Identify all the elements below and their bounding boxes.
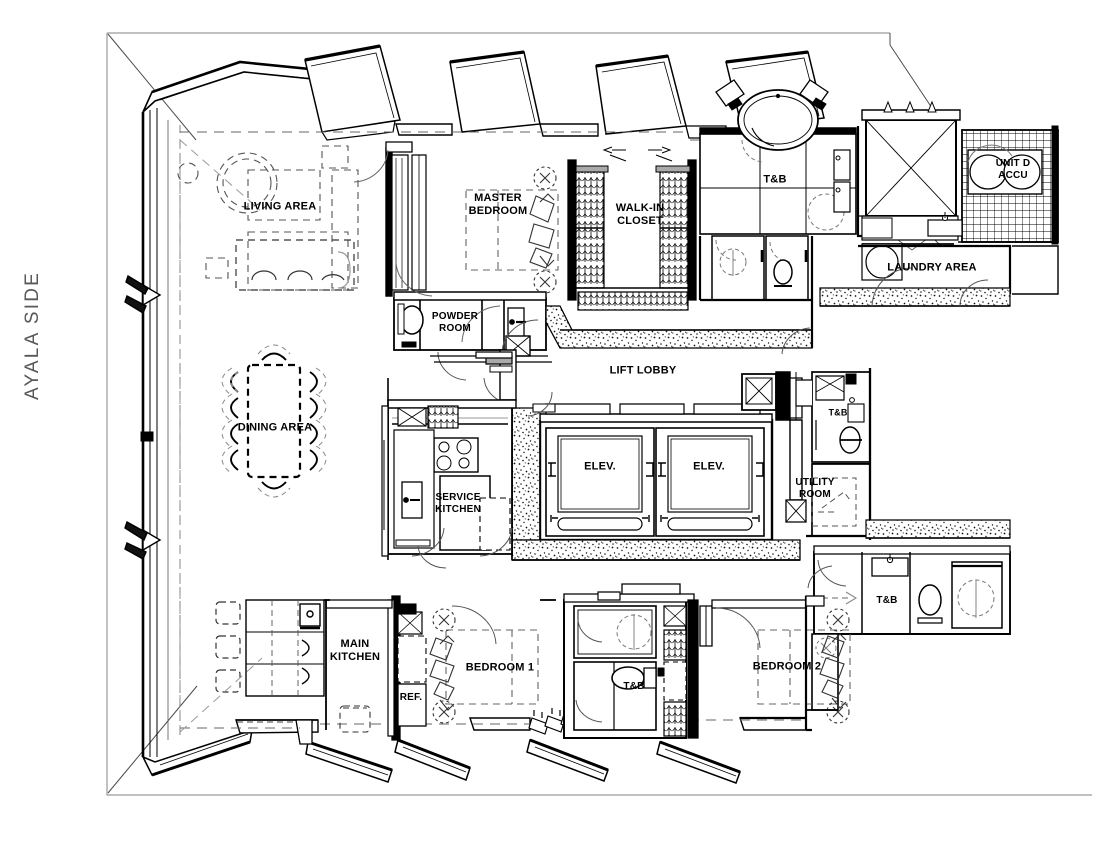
- living-sofa: [235, 239, 355, 291]
- service-kitchen-structure: [381, 396, 517, 569]
- bar-stools: [215, 601, 241, 693]
- misc-door-swings: [179, 139, 501, 733]
- walk-in-closet-structure: [567, 146, 697, 311]
- center-bath-structure: [563, 583, 713, 739]
- stipple-wall-master-south: [545, 305, 813, 349]
- dining-table: [246, 363, 302, 479]
- ayala-side-label: AYALA SIDE: [22, 270, 43, 400]
- bedroom-2-structure: [711, 595, 851, 730]
- master-bath: [699, 79, 857, 235]
- plan-bottom-right-walls: [740, 716, 812, 732]
- laundry-area-structure: [819, 126, 1059, 307]
- curtain-wall-left: [140, 108, 181, 757]
- sheet-frame: [106, 32, 1092, 796]
- stipple-wall-utility-south: [865, 519, 1011, 539]
- elevator-bank: [538, 403, 774, 542]
- dining-chairs-outline: [221, 344, 327, 498]
- master-wing-walls: [385, 141, 559, 297]
- bottom-window-bays: [141, 717, 807, 784]
- left-wall-vents: [124, 274, 162, 560]
- dining-chairs: [230, 352, 318, 490]
- guest-bath-structure: [807, 545, 1011, 711]
- main-kitchen-island: [245, 599, 325, 697]
- kitchen-chair: [339, 705, 371, 733]
- master-bedroom-wardrobe: [411, 154, 427, 291]
- utility-room-structure: [795, 368, 1010, 540]
- service-shaft: [861, 100, 961, 251]
- master-wing-right-wall: [698, 236, 814, 348]
- master-water-closets: [711, 235, 809, 301]
- plan-interior-bounds: [324, 599, 330, 730]
- accu-terrace: [958, 125, 1059, 245]
- powder-room-structure: [393, 291, 547, 381]
- living-area-furniture: [177, 145, 359, 291]
- bedroom-1-structure: [325, 595, 583, 741]
- corridor-lines: [387, 355, 552, 396]
